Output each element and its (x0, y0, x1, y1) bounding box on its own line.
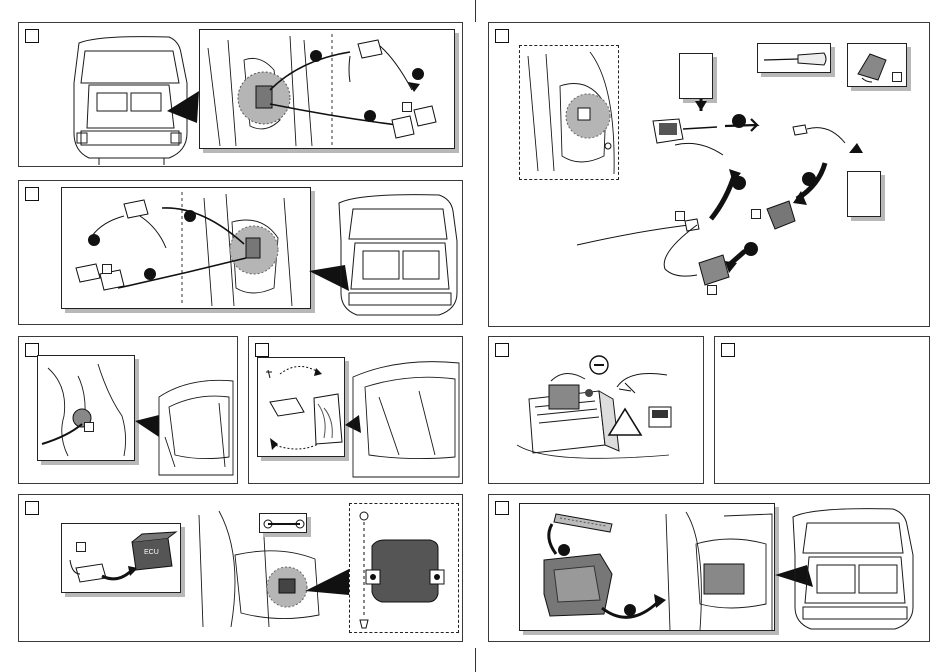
step-panel-5 (248, 336, 463, 484)
car-rear-open-illustration (489, 495, 931, 643)
trunk-side-illustration (249, 337, 464, 485)
step-panel-7 (714, 336, 930, 484)
trunk-side-illustration (19, 337, 239, 485)
page-gutter-top (475, 0, 476, 22)
step-panel-8: ECU (18, 494, 463, 642)
reference-box (751, 209, 761, 219)
page-gutter-bottom (475, 648, 476, 672)
wrench-icon (260, 514, 308, 534)
car-rear-open-illustration (19, 181, 464, 326)
step-panel-4 (18, 336, 238, 484)
step-panel-1 (18, 22, 463, 167)
detail-inset-wrench (259, 513, 307, 533)
reference-box (402, 102, 412, 112)
step-panel-6 (488, 336, 704, 484)
detail-inset-connector-route (199, 29, 455, 149)
step-number-box (721, 343, 735, 357)
detail-inset-ecu-bracket (349, 503, 459, 633)
step-panel-3 (18, 180, 463, 325)
step-panel-2 (488, 22, 930, 327)
reference-box (675, 211, 685, 221)
battery-disconnect-illustration (489, 337, 705, 485)
reference-box (707, 285, 717, 295)
connector-disassembly-diagram (489, 23, 931, 328)
step-panel-9 (488, 494, 930, 642)
